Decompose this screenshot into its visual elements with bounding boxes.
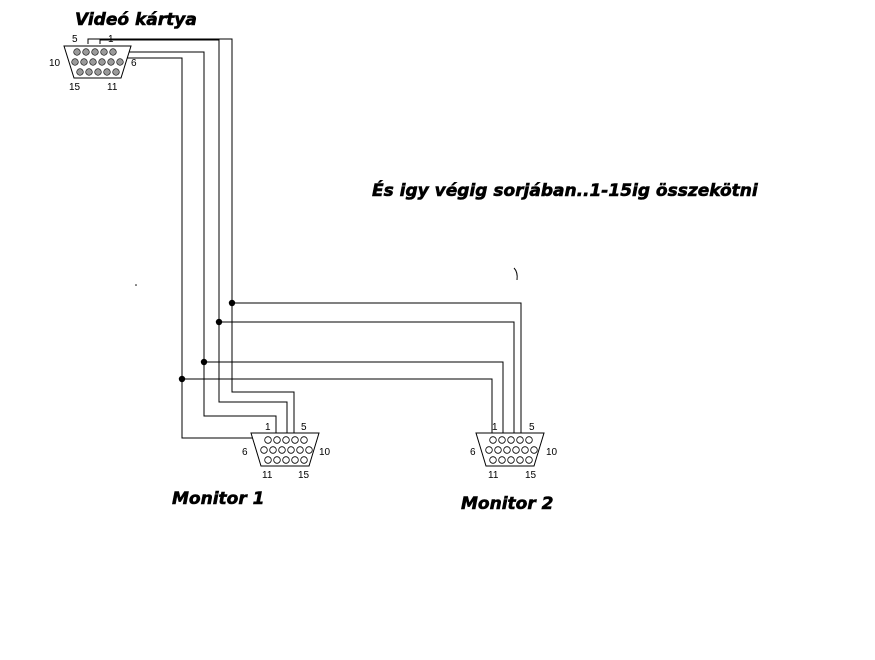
pin-icon — [278, 446, 286, 454]
pin-label: 10 — [49, 58, 61, 69]
junction-dot — [228, 299, 236, 307]
pin-icon — [282, 436, 290, 444]
monitor2-label: Monitor 2 — [461, 494, 553, 514]
pin-icon — [512, 446, 520, 454]
pin-icon — [273, 436, 281, 444]
pin-icon — [282, 456, 290, 464]
pin-icon — [507, 436, 515, 444]
pin-icon — [498, 456, 506, 464]
pin-label: 1 — [108, 34, 114, 45]
pin-icon — [291, 456, 299, 464]
junction-dot — [200, 358, 208, 366]
pin-label: 15 — [298, 470, 310, 481]
pin-icon — [85, 68, 93, 76]
pin-icon — [498, 436, 506, 444]
pin-label: 10 — [319, 447, 331, 458]
wire-c — [107, 51, 277, 437]
pin-icon — [100, 48, 108, 56]
pin-label: 11 — [488, 470, 499, 481]
wire-b — [99, 39, 288, 437]
pin-label: 5 — [529, 422, 535, 433]
pin-label: 6 — [242, 447, 248, 458]
pin-icon — [507, 456, 515, 464]
pin-label: 5 — [72, 34, 78, 45]
pin-label: 11 — [262, 470, 273, 481]
wire-a — [87, 38, 295, 437]
stray-dot — [135, 284, 137, 286]
pin-icon — [264, 456, 272, 464]
pin-icon — [109, 48, 117, 56]
pin-icon — [273, 456, 281, 464]
pin-icon — [485, 446, 493, 454]
pin-icon — [489, 456, 497, 464]
pin-label: 15 — [525, 470, 537, 481]
wire-d-branch — [182, 378, 493, 437]
pin-icon — [516, 456, 524, 464]
video-card-connector: 5 1 10 6 15 11 — [49, 34, 137, 93]
pin-icon — [103, 68, 111, 76]
monitor1-label: Monitor 1 — [172, 489, 264, 509]
wire-a-branch — [232, 302, 522, 437]
pin-icon — [300, 436, 308, 444]
pin-icon — [503, 446, 511, 454]
pin-icon — [80, 58, 88, 66]
pin-icon — [305, 446, 313, 454]
wire-bundle — [87, 38, 522, 439]
pin-icon — [76, 68, 84, 76]
pin-icon — [489, 436, 497, 444]
video-card-label: Videó kártya — [75, 10, 197, 30]
pin-icon — [116, 58, 124, 66]
pin-icon — [82, 48, 90, 56]
pin-label: 1 — [492, 422, 498, 433]
pin-icon — [89, 58, 97, 66]
pin-icon — [287, 446, 295, 454]
wire-b-branch — [219, 321, 515, 437]
pin-icon — [260, 446, 268, 454]
instruction-label: És igy végig sorjában..1-15ig összekötni — [372, 179, 759, 201]
pin-icon — [521, 446, 529, 454]
pin-label: 11 — [107, 82, 118, 93]
pin-icon — [91, 48, 99, 56]
pin-icon — [525, 456, 533, 464]
pin-label: 15 — [69, 82, 81, 93]
pin-icon — [300, 456, 308, 464]
pin-icon — [291, 436, 299, 444]
wire-c-branch — [204, 361, 504, 437]
pin-icon — [494, 446, 502, 454]
pin-icon — [71, 58, 79, 66]
pin-icon — [94, 68, 102, 76]
pin-icon — [107, 58, 115, 66]
pin-icon — [296, 446, 304, 454]
pin-icon — [516, 436, 524, 444]
pin-icon — [269, 446, 277, 454]
monitor1-connector: 1 5 6 10 11 15 — [242, 422, 331, 481]
junction-dot — [178, 375, 186, 383]
pin-label: 6 — [470, 447, 476, 458]
pin-icon — [98, 58, 106, 66]
pin-icon — [112, 68, 120, 76]
stray-mark — [513, 267, 518, 281]
junction-dot — [215, 318, 223, 326]
pin-icon — [264, 436, 272, 444]
pin-icon — [530, 446, 538, 454]
wire-d — [114, 57, 256, 439]
pin-label: 6 — [131, 58, 137, 69]
pin-icon — [525, 436, 533, 444]
pin-label: 1 — [265, 422, 271, 433]
pin-label: 10 — [546, 447, 558, 458]
monitor2-connector: 1 5 6 10 11 15 — [470, 422, 558, 481]
pin-label: 5 — [301, 422, 307, 433]
pin-icon — [73, 48, 81, 56]
